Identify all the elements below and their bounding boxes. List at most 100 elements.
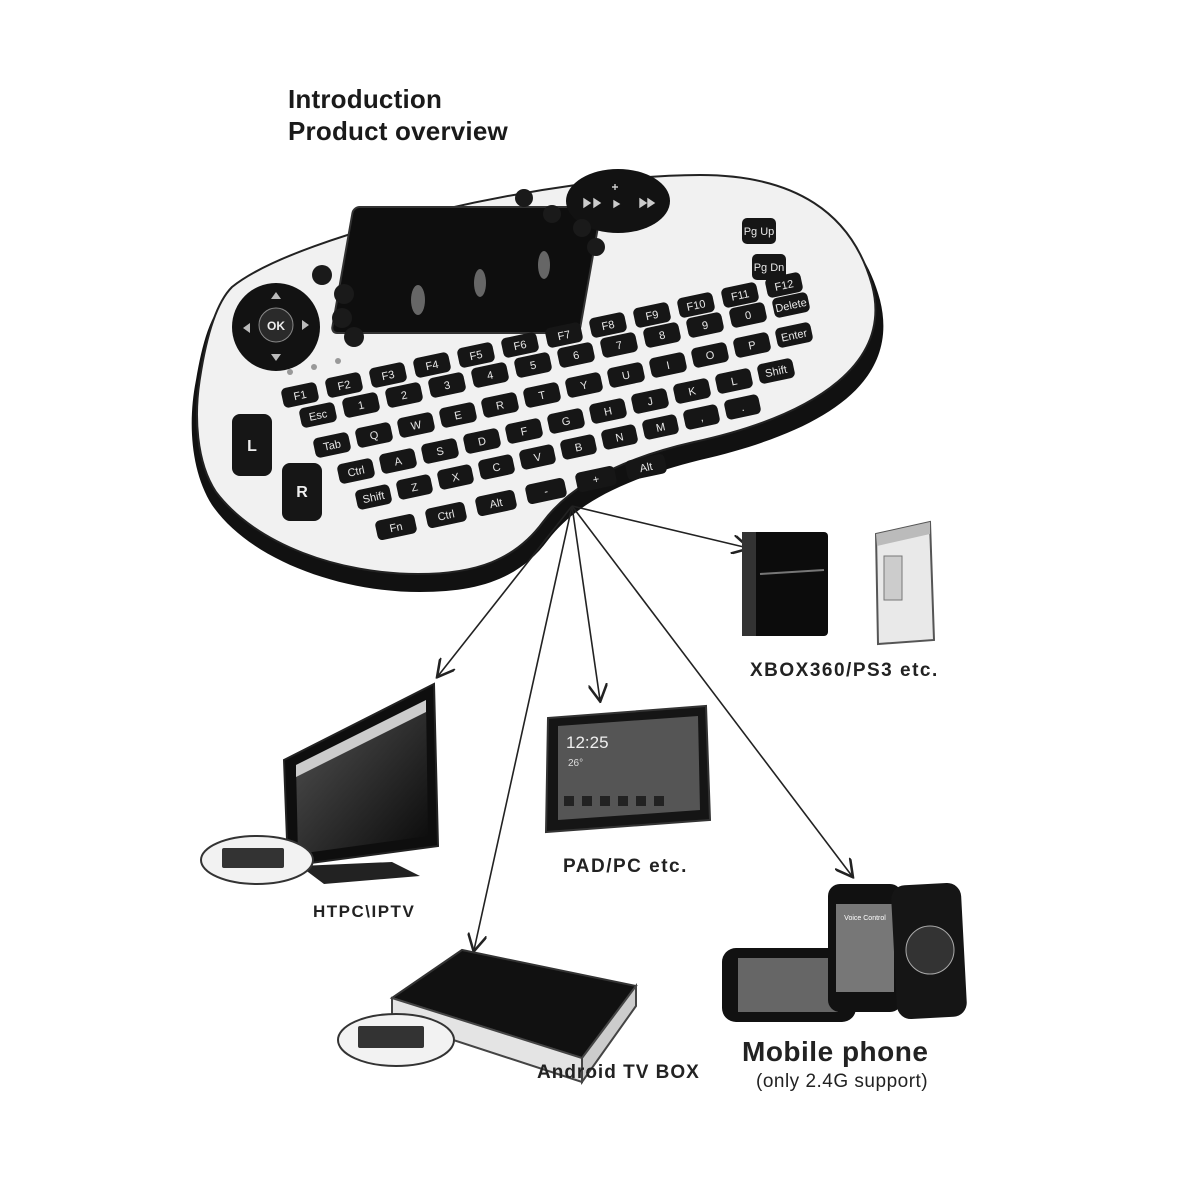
svg-text:F2: F2 <box>337 379 352 393</box>
touchpad-gesture-icon <box>411 251 550 315</box>
arrow-to-htpc <box>438 505 573 676</box>
key-row5-0: Shift <box>355 484 392 510</box>
key-row3-8: I <box>649 352 687 378</box>
svg-text:S: S <box>435 445 445 458</box>
key-row1-5: F6 <box>501 332 539 358</box>
key-row2-1: 1 <box>342 392 380 418</box>
svg-text:F3: F3 <box>381 369 396 383</box>
key-row3-10: P <box>733 332 771 358</box>
arrow-to-console <box>571 505 748 548</box>
svg-text:P: P <box>747 339 757 352</box>
key-row6-1: Ctrl <box>425 501 467 529</box>
svg-text:F12: F12 <box>774 278 795 294</box>
key-row1-4: F5 <box>457 342 495 368</box>
key-row1-7: F8 <box>589 312 627 338</box>
svg-text:8: 8 <box>658 329 666 342</box>
key-row1-0: F1 <box>281 382 319 408</box>
svg-text:X: X <box>451 471 461 484</box>
caption-mobile: Mobile phone <box>742 1036 929 1067</box>
svg-text:9: 9 <box>701 319 709 332</box>
ps3-console-image <box>742 532 828 636</box>
key-row3-6: Y <box>565 372 603 398</box>
caption-tvbox: Android TV BOX <box>537 1062 700 1083</box>
key-row2-8: 8 <box>643 322 681 348</box>
key-row5-9: . <box>724 394 761 420</box>
svg-text:Shift: Shift <box>764 364 788 380</box>
android-tv-box-image <box>389 948 638 1086</box>
svg-text:F4: F4 <box>425 359 440 373</box>
key-row6-4: + <box>575 465 617 493</box>
svg-text:Tab: Tab <box>322 438 342 453</box>
svg-text:Voice Control: Voice Control <box>844 915 886 922</box>
svg-text:I: I <box>665 360 670 372</box>
svg-text:V: V <box>533 451 543 464</box>
key-row3-3: E <box>439 402 477 428</box>
svg-text:Alt: Alt <box>639 461 654 475</box>
svg-text:F11: F11 <box>730 288 750 304</box>
caption-console: XBOX360/PS3 etc. <box>750 660 939 681</box>
key-row4-0: Ctrl <box>337 458 375 484</box>
caption-pad: PAD/PC etc. <box>563 856 688 877</box>
svg-text:1: 1 <box>357 399 365 412</box>
key-row5-4: V <box>519 444 556 470</box>
svg-text:O: O <box>705 349 716 363</box>
svg-text:7: 7 <box>615 339 623 352</box>
key-row4-1: A <box>379 448 417 474</box>
svg-text:W: W <box>410 419 423 433</box>
key-row4-7: J <box>631 388 669 414</box>
key-row3-1: Q <box>355 422 393 448</box>
key-row2-3: 3 <box>428 372 466 398</box>
svg-text:Z: Z <box>410 481 419 494</box>
key-grid: F1F2F3F4F5F6F7F8F9F10F11F12Esc1234567890… <box>281 218 813 541</box>
key-row4-9: L <box>715 368 753 394</box>
arrow-to-pad <box>571 505 600 700</box>
svg-text:4: 4 <box>486 369 494 382</box>
svg-text:0: 0 <box>744 309 752 322</box>
key-row2-5: 5 <box>514 352 552 378</box>
key-row3-2: W <box>397 412 435 438</box>
wireless-keyboard: OK L R F1F2F3F4F5F6F7F8F9F10F11F12Esc123… <box>191 169 884 592</box>
svg-text:F8: F8 <box>601 319 616 333</box>
key-row4-5: G <box>547 408 585 434</box>
svg-text:K: K <box>687 385 697 398</box>
connection-arrows <box>438 505 852 950</box>
svg-text:Fn: Fn <box>389 521 404 535</box>
function-buttons <box>312 189 605 347</box>
key-row4-3: D <box>463 428 501 454</box>
key-row1-8: F9 <box>633 302 671 328</box>
key-row4-10: Shift <box>757 358 795 384</box>
key-row2-11: Delete <box>772 292 810 318</box>
caption-htpc: HTPC\IPTV <box>313 902 416 921</box>
introduction-heading: Introduction <box>288 84 443 114</box>
svg-text:G: G <box>561 415 572 429</box>
key-row3-4: R <box>481 392 519 418</box>
svg-text:N: N <box>615 431 625 444</box>
key-row2-6: 6 <box>557 342 595 368</box>
key-row2-2: 2 <box>385 382 423 408</box>
mobile-phones-image: Voice Control <box>722 882 967 1022</box>
svg-text:F1: F1 <box>293 389 308 403</box>
mini-keyboard-tvbox <box>337 1013 455 1067</box>
key-row1-3: F4 <box>413 352 451 378</box>
key-row1-9: F10 <box>677 292 715 318</box>
key-page-1: Pg Dn <box>752 254 786 280</box>
svg-text:A: A <box>393 455 403 468</box>
key-row5-3: C <box>478 454 515 480</box>
arrow-to-mobile <box>571 505 852 876</box>
touchpad <box>331 206 602 334</box>
media-control-wheel <box>566 169 670 233</box>
side-key-l: L <box>232 414 272 476</box>
svg-text:Ctrl: Ctrl <box>347 464 366 479</box>
status-leds <box>287 358 341 375</box>
svg-text:Shift: Shift <box>362 490 386 506</box>
product-overview-heading: Product overview <box>288 116 508 146</box>
svg-text:U: U <box>621 369 631 382</box>
ok-button <box>258 307 294 343</box>
svg-text:D: D <box>477 435 487 448</box>
key-row3-9: O <box>691 342 729 368</box>
key-row5-6: N <box>601 424 638 450</box>
svg-text:Pg Up: Pg Up <box>744 226 775 238</box>
svg-text:6: 6 <box>572 349 580 362</box>
key-row4-6: H <box>589 398 627 424</box>
key-row5-7: M <box>642 414 679 440</box>
